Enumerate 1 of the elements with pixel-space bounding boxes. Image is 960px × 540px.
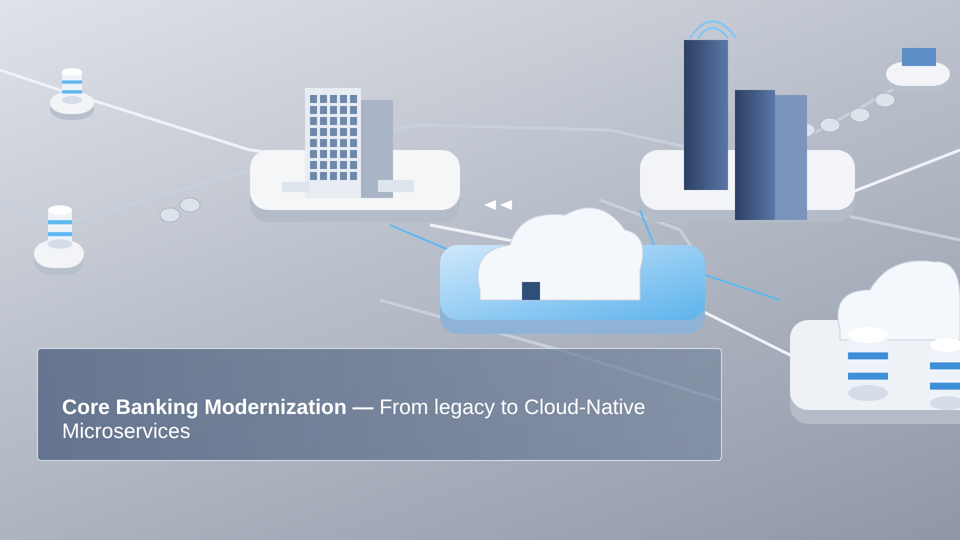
title: Core Banking Modernization — From legacy to Cloud-Native Microservices <box>62 396 646 444</box>
